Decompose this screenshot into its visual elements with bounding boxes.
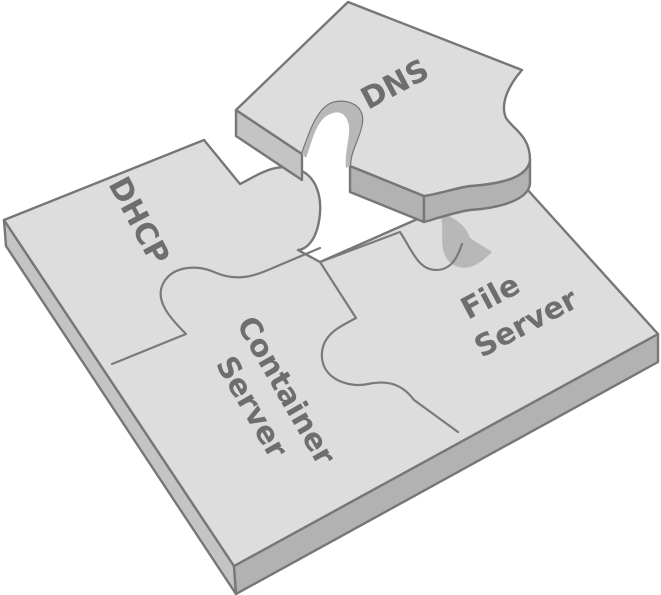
puzzle-base	[2, 138, 660, 595]
base-notch-shade	[440, 212, 492, 268]
base-top-face	[2, 138, 660, 568]
dns-piece	[234, 0, 532, 224]
dns-socket-shade	[302, 101, 363, 168]
seam-dhcp-container	[110, 246, 322, 366]
seam-container-file	[318, 260, 460, 434]
seam-file-top	[318, 230, 464, 272]
